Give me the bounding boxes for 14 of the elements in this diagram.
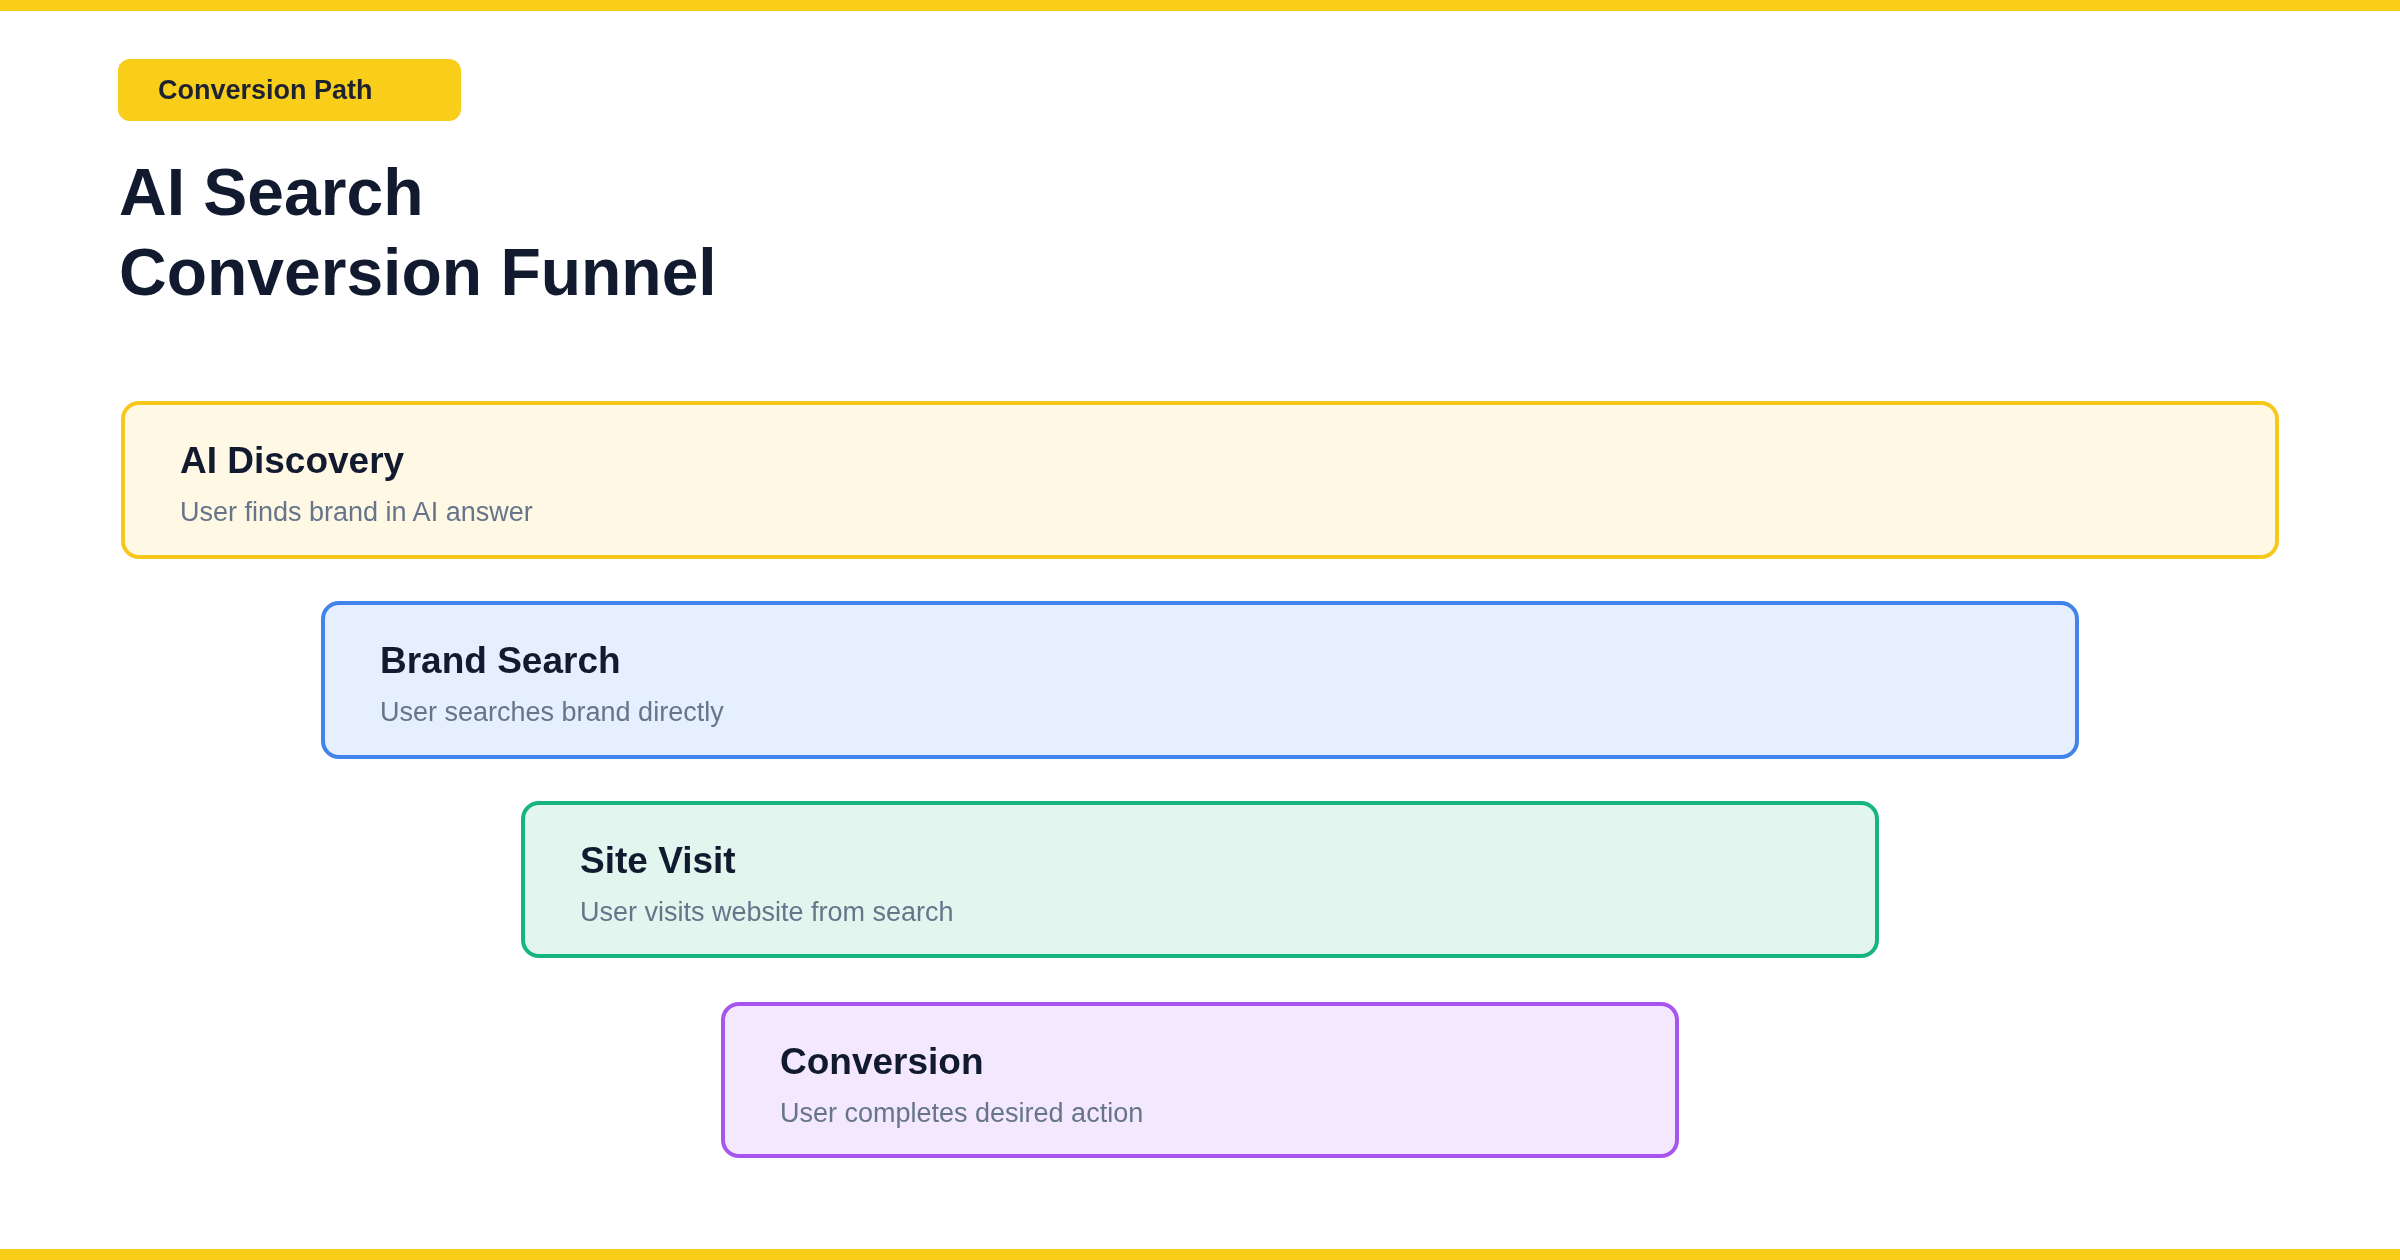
stage-heading: Conversion <box>780 1040 985 1084</box>
section-tag: Conversion Path <box>118 59 461 121</box>
stage-heading: Site Visit <box>580 839 737 883</box>
stage-heading: Brand Search <box>380 639 622 683</box>
funnel-stage-card <box>521 801 1879 958</box>
stage-description: User finds brand in AI answer <box>180 496 534 529</box>
stage-description: User completes desired action <box>780 1097 1145 1130</box>
stage-description: User visits website from search <box>580 896 955 929</box>
funnel-stage-card <box>721 1002 1679 1158</box>
funnel-stage-card <box>321 601 2079 759</box>
funnel-stage-card <box>121 401 2279 559</box>
title: AI Search Conversion Funnel <box>119 154 718 311</box>
stage-description: User searches brand directly <box>380 696 725 729</box>
stage-heading: AI Discovery <box>180 439 406 483</box>
